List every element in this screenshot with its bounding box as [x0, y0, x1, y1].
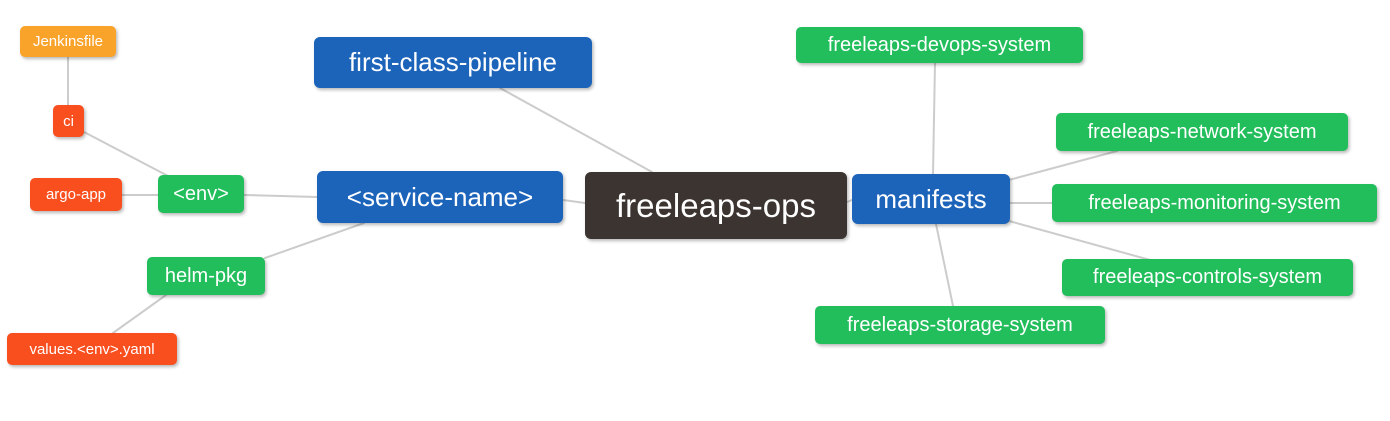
manifests-label: manifests	[875, 183, 987, 214]
values-env-yaml-label: values.<env>.yaml	[29, 340, 155, 358]
edge-freeleaps-devops-system-to-manifests	[932, 62, 936, 175]
helm-pkg-label: helm-pkg	[164, 264, 248, 287]
edge-ci-to-env	[83, 131, 171, 178]
edge-manifests-to-freeleaps-network-system	[1004, 150, 1118, 182]
edge-helm-pkg-to-values-env-yaml	[112, 294, 167, 334]
first-class-pipeline-node[interactable]: first-class-pipeline	[314, 37, 592, 88]
ci-label: ci	[63, 112, 74, 130]
jenkinsfile-node[interactable]: Jenkinsfile	[20, 26, 116, 57]
edge-service-name-to-helm-pkg	[264, 222, 365, 259]
freeleaps-devops-system-node[interactable]: freeleaps-devops-system	[796, 27, 1083, 63]
edge-service-name-to-freeleaps-ops	[562, 199, 586, 204]
edge-env-to-service-name	[243, 194, 318, 198]
manifests-node[interactable]: manifests	[852, 174, 1010, 224]
jenkinsfile-label: Jenkinsfile	[32, 33, 104, 50]
freeleaps-controls-system-node[interactable]: freeleaps-controls-system	[1062, 259, 1353, 296]
edge-first-class-pipeline-to-freeleaps-ops	[499, 87, 653, 173]
helm-pkg-node[interactable]: helm-pkg	[147, 257, 265, 295]
env-node[interactable]: <env>	[158, 175, 244, 213]
ci-node[interactable]: ci	[53, 105, 84, 137]
first-class-pipeline-label: first-class-pipeline	[348, 47, 558, 77]
env-label: <env>	[173, 182, 229, 205]
freeleaps-network-system-label: freeleaps-network-system	[1087, 120, 1317, 143]
freeleaps-ops-node[interactable]: freeleaps-ops	[585, 172, 847, 239]
freeleaps-storage-system-label: freeleaps-storage-system	[847, 313, 1073, 336]
service-name-label: <service-name>	[346, 181, 534, 212]
argo-app-node[interactable]: argo-app	[30, 178, 122, 211]
freeleaps-controls-system-label: freeleaps-controls-system	[1093, 266, 1322, 288]
freeleaps-monitoring-system-node[interactable]: freeleaps-monitoring-system	[1052, 184, 1377, 222]
service-name-node[interactable]: <service-name>	[317, 171, 563, 223]
freeleaps-ops-label: freeleaps-ops	[616, 186, 816, 224]
freeleaps-network-system-node[interactable]: freeleaps-network-system	[1056, 113, 1348, 151]
edge-manifests-to-freeleaps-storage-system	[935, 223, 954, 307]
freeleaps-devops-system-label: freeleaps-devops-system	[827, 33, 1052, 56]
freeleaps-storage-system-node[interactable]: freeleaps-storage-system	[815, 306, 1105, 344]
freeleaps-monitoring-system-label: freeleaps-monitoring-system	[1088, 191, 1341, 214]
edge-manifests-to-freeleaps-controls-system	[1008, 220, 1151, 261]
argo-app-label: argo-app	[45, 186, 107, 203]
values-env-yaml-node[interactable]: values.<env>.yaml	[7, 333, 177, 365]
